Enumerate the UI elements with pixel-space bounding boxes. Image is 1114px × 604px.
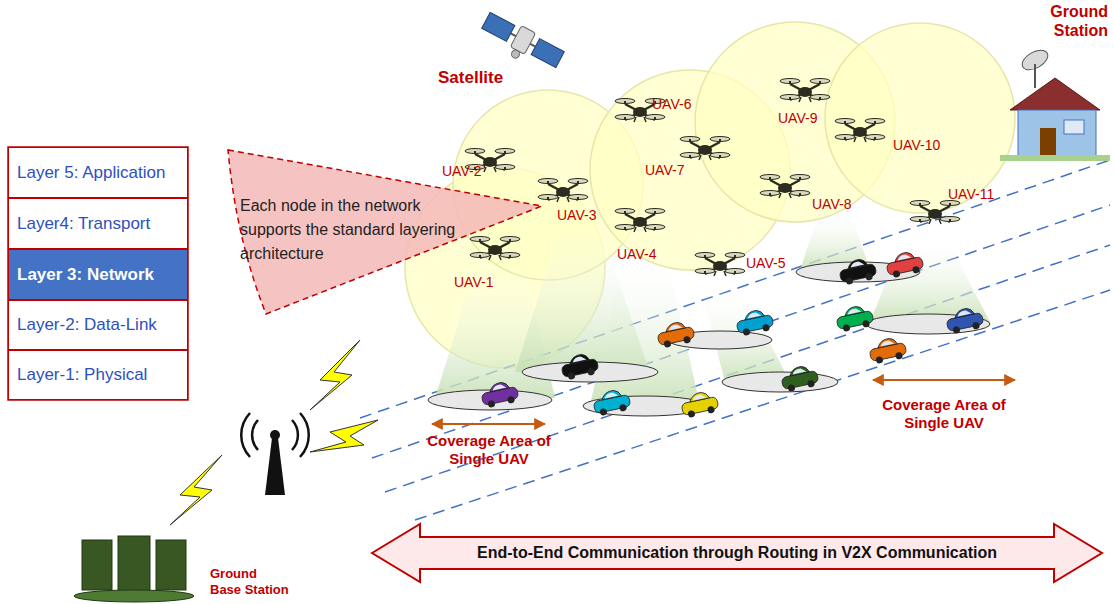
car-icon — [560, 351, 600, 381]
car-icon — [835, 303, 875, 333]
uav-label: UAV-2 — [442, 163, 481, 179]
node-text: Layer-1: Physical — [17, 365, 147, 385]
uav-label: UAV-6 — [652, 96, 691, 112]
layer-box: Layer-1: Physical — [8, 350, 188, 400]
callout-triangle: Each node in the network supports the st… — [226, 148, 546, 316]
ground-station-icon — [1000, 46, 1110, 161]
node-text: Each node in the network supports the st… — [240, 194, 460, 266]
uav-label: UAV-1 — [454, 274, 493, 290]
node-text: Layer 3: Network — [17, 265, 154, 285]
coverage-ellipses — [428, 262, 990, 416]
uav-icon — [470, 237, 520, 261]
uav-icon — [695, 253, 745, 277]
uav-label: UAV-5 — [746, 255, 785, 271]
uav-icon — [835, 119, 885, 143]
uav-icon — [780, 79, 830, 103]
server-icon — [74, 536, 194, 602]
layer-box: Layer 3: Network — [8, 249, 188, 300]
uav-label: UAV-11 — [948, 186, 994, 202]
car-icon — [885, 249, 925, 279]
coverage-arrow — [873, 379, 1015, 381]
uav-icon — [538, 179, 588, 203]
node-text: Layer4: Transport — [17, 214, 150, 234]
lightning-bolts — [170, 340, 378, 525]
uav-label: UAV-3 — [557, 207, 596, 223]
layer-frame — [8, 147, 188, 400]
uav-icon — [680, 137, 730, 161]
uav-beams — [435, 210, 990, 405]
uav-icon — [615, 209, 665, 233]
uav-icon — [910, 201, 960, 225]
text-label: Ground Base Station — [210, 566, 290, 597]
car-icon — [480, 379, 520, 409]
text-label: Coverage Area of Single UAV — [874, 396, 1014, 432]
node-text: Layer 5: Application — [17, 163, 165, 183]
car-icon — [735, 307, 775, 337]
uav-label: UAV-4 — [617, 246, 656, 262]
uav-group — [465, 79, 960, 277]
car-icon — [780, 363, 820, 393]
node-text: End-to-End Communication through Routing… — [370, 522, 1104, 584]
satellite-icon — [477, 10, 566, 78]
layer-box: Layer-2: Data-Link — [8, 300, 188, 350]
uav-label: UAV-9 — [778, 110, 817, 126]
text-label: Ground Station — [1012, 2, 1108, 40]
layer-box: Layer4: Transport — [8, 198, 188, 249]
text-label: Coverage Area of Single UAV — [424, 432, 554, 468]
car-icon — [945, 305, 985, 335]
uav-icon — [760, 175, 810, 199]
uav-label: UAV-8 — [812, 196, 851, 212]
base-station-tower — [241, 413, 309, 495]
car-icon — [592, 387, 632, 417]
car-icon — [680, 389, 720, 419]
text-label: Satellite — [438, 68, 503, 88]
car-icon — [656, 319, 696, 349]
car-group — [480, 249, 985, 419]
car-icon — [868, 335, 908, 365]
double-arrow: End-to-End Communication through Routing… — [370, 522, 1104, 584]
car-icon — [838, 256, 878, 286]
coverage-arrow — [432, 423, 545, 425]
uav-label: UAV-10 — [893, 137, 940, 153]
node-text: Layer-2: Data-Link — [17, 315, 157, 335]
uav-label: UAV-7 — [645, 162, 684, 178]
layer-box: Layer 5: Application — [8, 147, 188, 198]
